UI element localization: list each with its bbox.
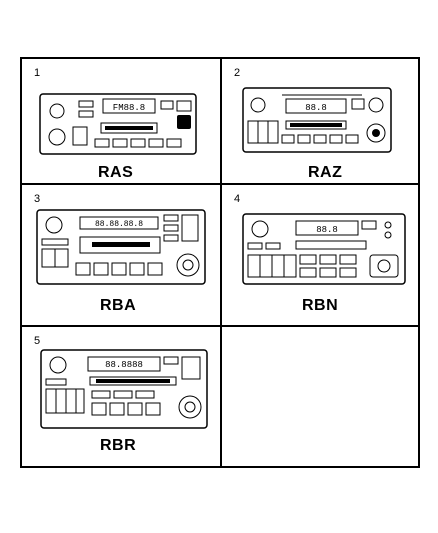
- panel-3: 3 88.88.88.8 RBA: [20, 183, 222, 327]
- panel-number: 4: [234, 193, 241, 205]
- display-readout: 88.8888: [105, 360, 143, 370]
- panel-number: 5: [34, 335, 41, 347]
- radio-rbr-illustration: 88.8888: [40, 349, 208, 429]
- model-code: RAZ: [308, 164, 343, 181]
- model-code: RBR: [100, 437, 137, 454]
- panel-4: 4 88.8 RBN: [220, 183, 420, 327]
- radio-diagram-grid: 1 FM88.8 RAS 2: [20, 57, 420, 468]
- model-code: RAS: [98, 164, 134, 181]
- model-code: RBA: [100, 297, 137, 314]
- panel-2: 2 88.8 RAZ: [220, 57, 420, 185]
- model-code: RBN: [302, 297, 339, 314]
- radio-rbn-illustration: 88.8: [242, 213, 406, 285]
- display-readout: 88.88.88.8: [95, 220, 143, 229]
- radio-rba-illustration: 88.88.88.8: [36, 209, 206, 285]
- panel-6-empty: [220, 325, 420, 468]
- display-readout: 88.8: [305, 103, 327, 113]
- radio-ras-illustration: FM88.8: [39, 93, 197, 155]
- display-readout: FM88.8: [113, 103, 145, 113]
- panel-number: 2: [234, 67, 241, 79]
- radio-raz-illustration: 88.8: [242, 87, 392, 153]
- panel-1: 1 FM88.8 RAS: [20, 57, 222, 185]
- panel-number: 1: [34, 67, 41, 79]
- panel-number: 3: [34, 193, 41, 205]
- panel-5: 5 88.8888 RBR: [20, 325, 222, 468]
- display-readout: 88.8: [316, 225, 338, 235]
